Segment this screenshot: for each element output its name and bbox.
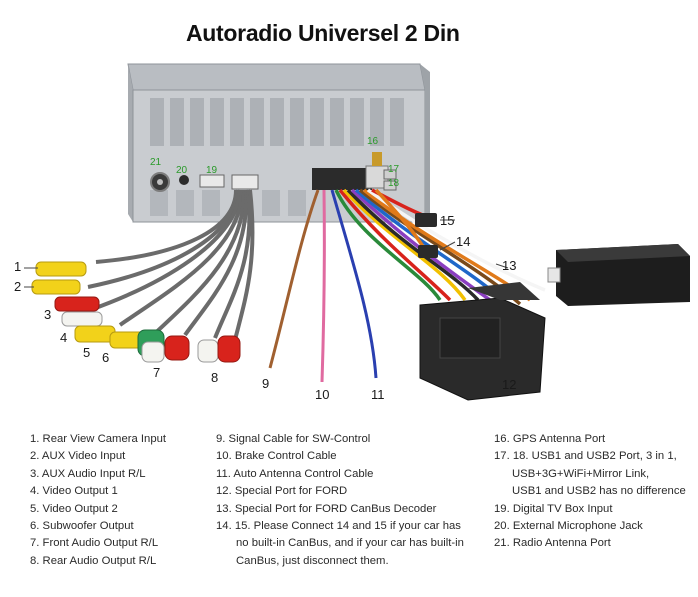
legend-item: 7. Front Audio Output R/L (30, 537, 159, 550)
callout-10: 10 (315, 387, 330, 402)
callout-3: 3 (44, 307, 52, 322)
callout-17: 17 (388, 164, 400, 175)
callout-21: 21 (150, 157, 162, 168)
chassis-lower-vents (150, 190, 306, 216)
legend-item: 1. Rear View Camera Input (30, 433, 167, 445)
legend-item: 16. GPS Antenna Port (494, 433, 606, 445)
callout-18: 18 (388, 178, 400, 189)
legend-column-1: 1. Rear View Camera Input 2. AUX Video I… (30, 431, 166, 570)
legend-item: 13. Special Port for FORD CanBus Decoder (216, 502, 437, 515)
chassis-vents (150, 98, 404, 146)
callout-11: 11 (371, 387, 385, 402)
legend-item: 12. Special Port for FORD (216, 485, 348, 498)
callout-5: 5 (83, 345, 91, 360)
legend-column-2: 9. Signal Cable for SW-Control 10. Brake… (216, 431, 464, 570)
callout-13: 13 (502, 258, 517, 273)
canbus-decoder-box (547, 244, 690, 306)
callout-15: 15 (440, 213, 455, 228)
legend-item: 3. AUX Audio Input R/L (30, 467, 146, 480)
callout-7: 7 (153, 365, 161, 380)
legend-item: USB+3G+WiFi+Mirror Link, (512, 467, 650, 480)
legend-item: 8. Rear Audio Output R/L (30, 554, 157, 567)
legend-item: 11. Auto Antenna Control Cable (216, 467, 374, 480)
callout-12: 12 (502, 377, 517, 392)
rear-ports (150, 152, 397, 192)
head-unit-chassis (127, 63, 430, 226)
callout-1: 1 (14, 259, 22, 274)
legend-item: 9. Signal Cable for SW-Control (216, 433, 371, 445)
page-title: Autoradio Universel 2 Din (186, 20, 460, 46)
legend-item: USB1 and USB2 has no difference (512, 485, 686, 498)
callout-2: 2 (14, 279, 22, 294)
control-wires (268, 189, 378, 383)
callout-9: 9 (262, 376, 270, 391)
callout-6: 6 (102, 350, 110, 365)
legend-item: 14. 15. Please Connect 14 and 15 if your… (216, 520, 461, 533)
callout-leader-lines (24, 219, 509, 288)
legend-item: 2. AUX Video Input (30, 450, 126, 463)
callout-4: 4 (60, 330, 68, 345)
legend-item: no built-in CanBus, and if your car has … (236, 537, 464, 550)
legend-item: 19. Digital TV Box Input (494, 502, 613, 515)
legend-item: 10. Brake Control Cable (216, 450, 337, 463)
rca-plugs (31, 261, 241, 363)
callout-8: 8 (211, 370, 219, 385)
legend-item: 6. Subwoofer Output (30, 520, 134, 533)
ford-harness-connector (419, 282, 546, 401)
legend-item: 21. Radio Antenna Port (494, 537, 611, 550)
legend-item: 20. External Microphone Jack (494, 520, 643, 533)
callout-16: 16 (367, 136, 379, 147)
callout-20: 20 (176, 165, 188, 176)
rca-cable-bundle (87, 189, 255, 341)
canbus-jumper-connectors (415, 213, 438, 258)
callout-14: 14 (456, 234, 471, 249)
legend-item: 5. Video Output 2 (30, 502, 118, 515)
legend-column-3: 16. GPS Antenna Port 17. 18. USB1 and US… (494, 431, 686, 553)
legend-item: 17. 18. USB1 and USB2 Port, 3 in 1, (494, 450, 677, 463)
legend-item: CanBus, just disconnect them. (236, 554, 389, 567)
callout-19: 19 (206, 165, 218, 176)
legend-item: 4. Video Output 1 (30, 485, 118, 498)
